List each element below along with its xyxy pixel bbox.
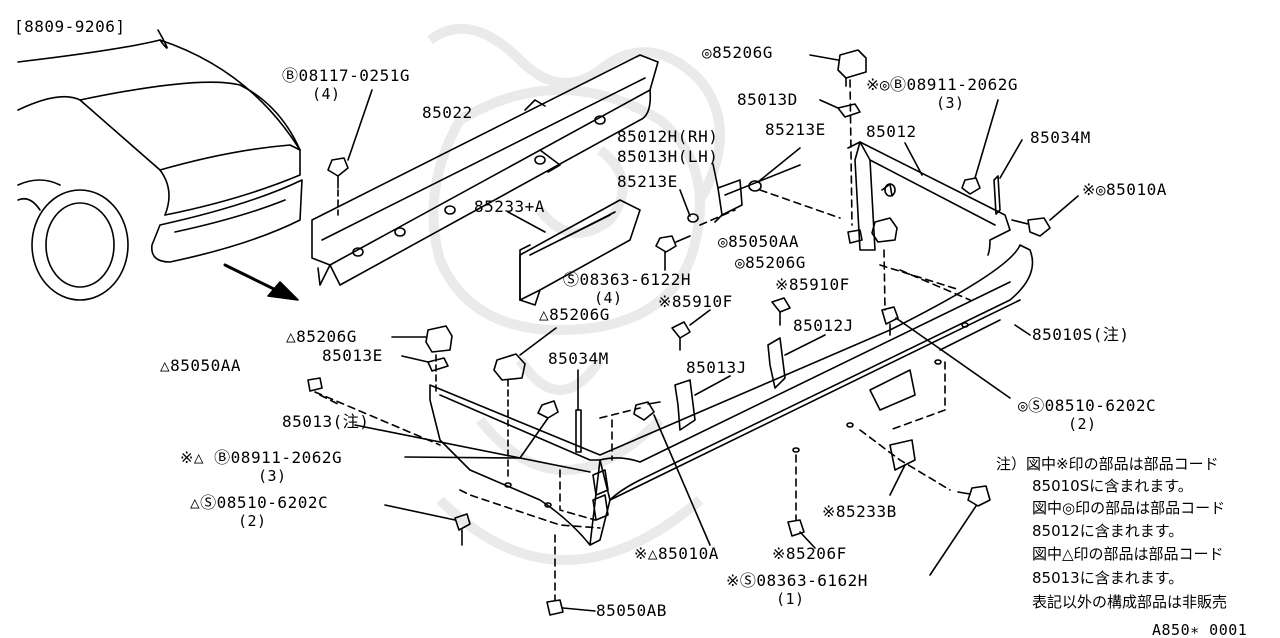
strip-85034m-right (993, 175, 1001, 215)
label-85050ab: 85050AB (596, 601, 667, 620)
bracket-85233b (889, 439, 916, 471)
label-screw-08510-tri: △Ⓢ08510-6202C (190, 493, 329, 512)
vehicle-rear-outline (17, 39, 303, 301)
clip-85050aa-top (847, 229, 863, 244)
label-85910f-b: ※85910F (775, 275, 850, 294)
label-85910f-a: ※85910F (658, 292, 733, 311)
absorber-85233a (519, 199, 641, 306)
retainer-85206g-left (425, 325, 453, 353)
label-85012h: 85012H(RH) (617, 127, 719, 146)
plate-85013e (427, 357, 449, 372)
bolt-85010a-lower (633, 401, 661, 421)
label-qty-2a: (2) (238, 512, 267, 530)
washer-left (687, 213, 699, 223)
label-85013e: 85013E (322, 346, 383, 365)
direction-arrow (223, 263, 282, 294)
label-bolt-08911-circ: ※◎Ⓑ08911-2062G (866, 75, 1019, 94)
label-85012j: 85012J (793, 316, 854, 335)
label-85010s: 85010S(注) (1032, 325, 1130, 344)
note-line-6: 85013に含まれます。 (1032, 569, 1184, 587)
label-screw-08363-6162: ※Ⓢ08363-6162H (726, 571, 868, 590)
note-line-1: 注）図中※印の部品は部品コード (996, 455, 1219, 473)
label-85013d: 85013D (737, 90, 798, 109)
note-line-2: 85010Sに含まれます。 (1032, 477, 1193, 495)
bracket-85012j (767, 337, 786, 389)
label-85233a: 85233+A (474, 197, 545, 216)
screw-08510-left (454, 513, 471, 546)
clip-85050aa-left (307, 377, 323, 392)
nut-08911 (961, 177, 981, 195)
cover-85012 (847, 141, 1011, 256)
label-screw-08363-6122: Ⓢ08363-6122H (563, 270, 691, 289)
catalog-code: A850∗ 0001 (1152, 621, 1248, 638)
label-85206f: ※85206F (772, 544, 847, 563)
screw-08510-right (881, 306, 899, 336)
nut-08911-left (537, 400, 559, 419)
retainer-85206f (787, 519, 805, 537)
label-qty-3a: (3) (258, 467, 287, 485)
label-85050aa-circ: ◎85050AA (718, 232, 800, 251)
label-85012: 85012 (866, 122, 917, 141)
label-85213e-b: 85213E (765, 120, 826, 139)
bolt-08117 (327, 157, 349, 216)
clip-85050ab (546, 599, 564, 616)
label-qty-1: (1) (776, 590, 805, 608)
date-range-label: [8809-9206] (14, 17, 126, 36)
note-line-3: 図中◎印の部品は部品コード (1032, 499, 1226, 517)
label-bolt-08117: Ⓑ08117-0251G (282, 66, 410, 85)
note-line-5: 図中△印の部品は部品コード (1032, 545, 1224, 563)
label-85034m-left: 85034M (548, 349, 609, 368)
label-qty-4a: (4) (312, 85, 341, 103)
label-85013h: 85013H(LH) (617, 147, 719, 166)
label-85206g-left: △85206G (286, 327, 357, 346)
plate-85013d (837, 103, 861, 118)
screw-08363-6162 (957, 485, 991, 507)
label-85010a-tri: ※△85010A (634, 544, 719, 563)
label-85206g-circ: ◎85206G (735, 253, 806, 272)
label-qty-4b: (4) (594, 289, 623, 307)
retainer-85206g-top (837, 49, 867, 87)
label-85206g-mid: △85206G (539, 305, 610, 324)
bracket-85012h (714, 179, 743, 223)
screw-08363-6122 (655, 235, 691, 271)
bracket-85013j (674, 379, 696, 431)
clip-85910f-left (671, 321, 691, 351)
label-85034m-right: 85034M (1030, 128, 1091, 147)
note-line-4: 85012に含まれます。 (1032, 522, 1184, 540)
retainer-85206g-mid (871, 217, 898, 243)
note-line-7: 表記以外の構成部品は非販売 (1032, 593, 1228, 611)
label-screw-08510-circ: ◎Ⓢ08510-6202C (1018, 396, 1157, 415)
label-85050aa-tri: △85050AA (160, 356, 242, 375)
label-85206g-top: ◎85206G (702, 43, 773, 62)
bumper-fascia-85010s (429, 244, 1034, 546)
label-85213e-a: 85213E (617, 172, 678, 191)
label-qty-2b: (2) (1068, 415, 1097, 433)
label-85010a-circ: ※◎85010A (1082, 180, 1167, 199)
reinforcement-85022 (311, 54, 659, 286)
label-85013: 85013(注) (282, 412, 370, 431)
label-85013j: 85013J (686, 358, 747, 377)
label-bolt-08911-tri: ※△ Ⓑ08911-2062G (180, 448, 343, 467)
label-85022: 85022 (422, 103, 473, 122)
retainer-85206g-midleft (493, 353, 526, 381)
clip-85910f-right (771, 297, 791, 326)
bolt-85010a-right (1011, 217, 1051, 237)
label-qty-3b: (3) (936, 94, 965, 112)
label-85233b: ※85233B (822, 502, 897, 521)
